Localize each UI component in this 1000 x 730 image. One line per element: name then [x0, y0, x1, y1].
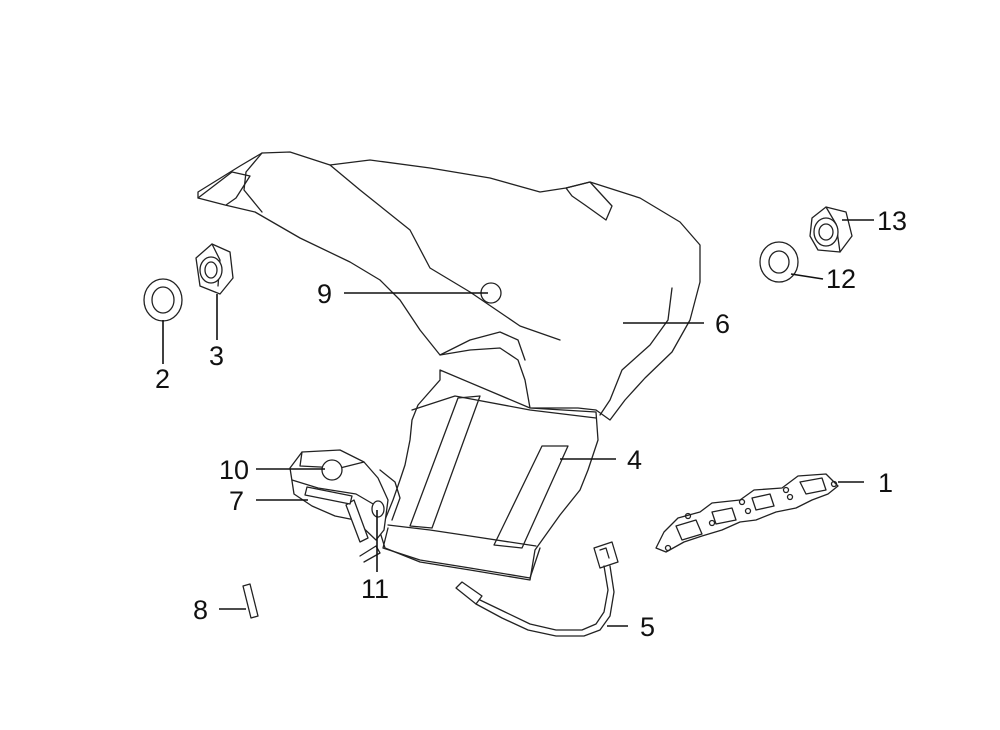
callout-13: 13	[877, 206, 907, 236]
callout-11: 11	[361, 574, 389, 604]
washer-part-2	[143, 278, 183, 322]
callout-12: 12	[826, 264, 856, 294]
leader-lines	[162, 219, 874, 627]
callout-1: 1	[878, 468, 893, 498]
callout-7: 7	[229, 486, 244, 516]
callout-5: 5	[640, 612, 655, 642]
callout-2: 2	[155, 364, 170, 394]
lower-heat-shield	[379, 369, 599, 581]
bracket-assembly	[289, 449, 389, 563]
callout-6: 6	[715, 309, 730, 339]
washer-part-12	[759, 241, 799, 283]
leader-12	[790, 273, 824, 280]
callout-8: 8	[193, 595, 208, 625]
callout-labels: 1 2 3 4 5 6 7 8 9 10 11 12 13	[155, 206, 907, 642]
nut-part-13	[809, 206, 853, 253]
callout-10: 10	[219, 455, 249, 485]
callout-9: 9	[317, 279, 332, 309]
oxygen-sensor-part	[455, 541, 619, 637]
heat-shield-part	[197, 151, 701, 421]
manifold-gasket-part	[655, 473, 839, 553]
nut-part-3	[195, 243, 234, 295]
callout-4: 4	[627, 445, 642, 475]
callout-3: 3	[209, 341, 224, 371]
pin-part	[242, 583, 259, 619]
